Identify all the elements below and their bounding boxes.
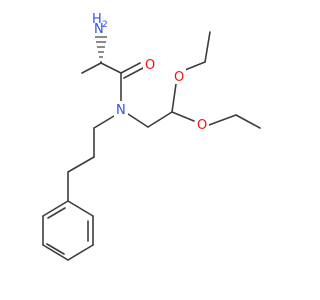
bond-n-ch2-acetal <box>127 113 149 128</box>
atom-label-n-amide: N <box>114 101 128 118</box>
svg-text:2: 2 <box>102 20 108 30</box>
svg-text:N: N <box>94 22 104 37</box>
atom-label-o-ether-bottom: O <box>195 116 209 133</box>
bond-ch2-ch3-bottom <box>235 114 261 129</box>
atom-label-o-carbonyl: O <box>143 56 157 73</box>
svg-text:N: N <box>116 103 126 118</box>
bond-ch2-ch3-top <box>204 31 211 63</box>
bond-o-bottom-ch2 <box>208 114 237 126</box>
bond-n-ch2-propyl <box>93 115 115 129</box>
bond-calpha-ccarbonyl <box>100 62 122 74</box>
bond-ch-o-top <box>171 83 177 113</box>
bond-co-double-b <box>123 67 144 79</box>
bond-ch-o-bottom <box>171 111 195 122</box>
svg-text:O: O <box>197 118 207 133</box>
molecule-structure: H 2 N O N O O <box>42 9 261 261</box>
atom-label-nh2: H 2 N <box>88 9 116 37</box>
svg-text:O: O <box>145 58 155 73</box>
bond-co-double-a <box>120 62 141 74</box>
bond-propyl-2 <box>67 156 95 173</box>
svg-text:H: H <box>92 12 102 27</box>
atom-label-o-ether-top: O <box>172 68 186 85</box>
hashed-wedge-bond <box>95 36 107 63</box>
benzene-ring <box>42 200 94 261</box>
bond-o-top-ch2 <box>184 61 206 71</box>
svg-text:O: O <box>174 70 184 85</box>
bond-ch3-calpha <box>81 62 102 74</box>
bond-ch2-ch-acetal <box>147 111 173 128</box>
